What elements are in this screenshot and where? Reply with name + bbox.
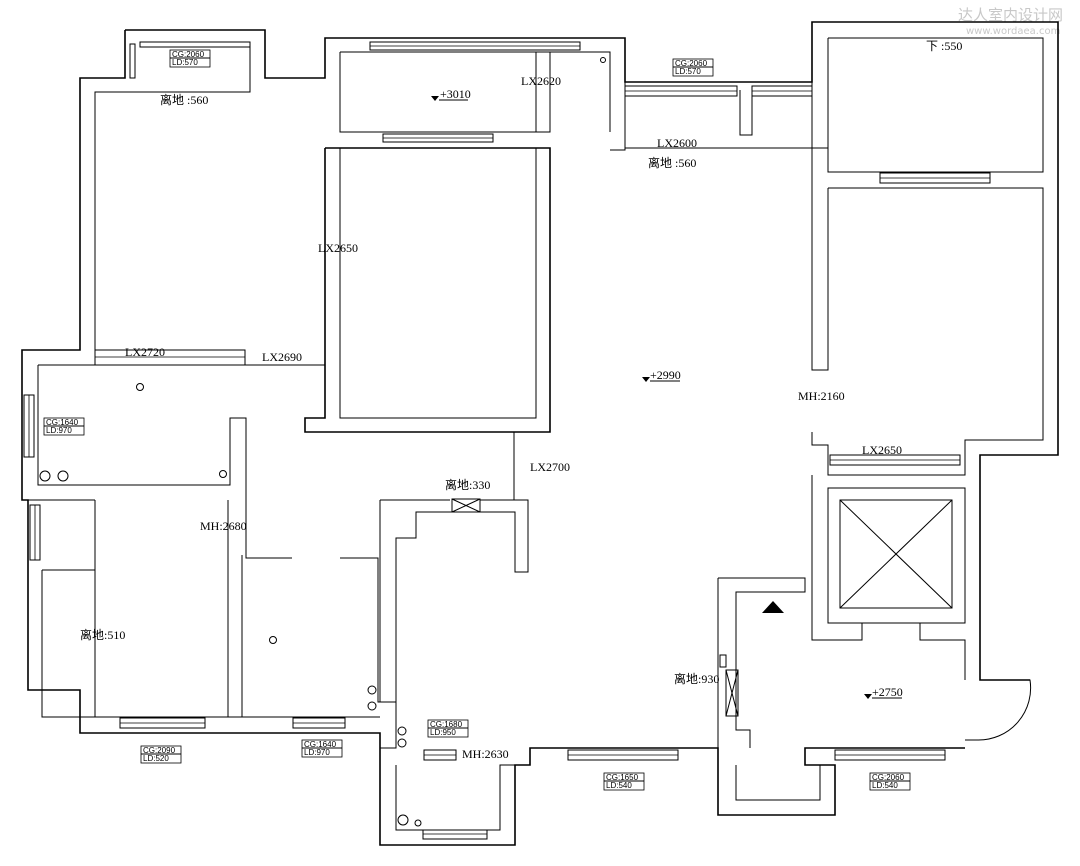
label-lx2600: LX2600 [657, 136, 697, 150]
label-lx2620: LX2620 [521, 74, 561, 88]
svg-text:LD:540: LD:540 [606, 781, 632, 790]
window-tag-3: CG:1640 LD:970 [43, 417, 85, 436]
window-tag-7: CG:1650 LD:540 [603, 772, 645, 791]
svg-text:CG:1650: CG:1650 [606, 773, 639, 782]
svg-text:LD:570: LD:570 [675, 67, 701, 76]
label-height-560-bedroom: 离地 :560 [160, 92, 208, 107]
window-tags: CG:2060 LD:570 CG:2060 LD:570 CG:1640 LD… [43, 49, 911, 791]
label-height-510: 离地:510 [80, 627, 125, 642]
window-tag-6: CG:1680 LD:950 [427, 719, 469, 738]
svg-text:LD:520: LD:520 [143, 754, 169, 763]
window-tag-4: CG:2090 LD:520 [140, 745, 182, 764]
watermark-title: 达人室内设计网 [958, 6, 1063, 24]
svg-text:LD:950: LD:950 [430, 728, 456, 737]
dimension-labels: 离地 :560 LX2620 LX2600 离地 :560 下 :550 LX2… [80, 39, 962, 761]
label-lx2720: LX2720 [125, 345, 165, 359]
elevation-2990: +2990 [650, 368, 681, 382]
window-tag-8: CG:2060 LD:540 [869, 772, 911, 791]
elevation-3010: +3010 [440, 87, 471, 101]
fixtures [39, 57, 784, 827]
svg-text:CG:2060: CG:2060 [172, 50, 205, 59]
label-lx2690: LX2690 [262, 350, 302, 364]
svg-text:LD:570: LD:570 [172, 58, 198, 67]
central-walls [304, 52, 1032, 801]
window-tag-5: CG:1640 LD:970 [301, 739, 343, 758]
svg-text:CG:1640: CG:1640 [304, 740, 337, 749]
windows [23, 41, 991, 840]
svg-text:LD:970: LD:970 [46, 426, 72, 435]
label-height-930: 离地:930 [674, 671, 719, 686]
label-mh2630: MH:2630 [462, 747, 509, 761]
svg-text:CG:1680: CG:1680 [430, 720, 463, 729]
label-lx2650-right: LX2650 [862, 443, 902, 457]
label-mh2160: MH:2160 [798, 389, 845, 403]
window-tag-1: CG:2060 LD:570 [169, 49, 211, 68]
label-lx2700: LX2700 [530, 460, 570, 474]
svg-text:LD:540: LD:540 [872, 781, 898, 790]
svg-text:CG:2090: CG:2090 [143, 746, 176, 755]
window-tag-2: CG:2060 LD:570 [672, 58, 714, 77]
svg-text:CG:2060: CG:2060 [675, 59, 708, 68]
watermark: 达人室内设计网 www.wordaea.com [958, 6, 1063, 37]
label-down-550: 下 :550 [926, 39, 962, 53]
elevation-2750: +2750 [872, 685, 903, 699]
outer-walls [21, 21, 1059, 846]
label-height-560-hall: 离地 :560 [648, 155, 696, 170]
svg-text:CG:1640: CG:1640 [46, 418, 79, 427]
elevation-markers: +3010 +2990 +2750 [431, 87, 903, 699]
svg-text:LD:970: LD:970 [304, 748, 330, 757]
label-lx2650-left: LX2650 [318, 241, 358, 255]
label-mh2680: MH:2680 [200, 519, 247, 533]
entry-arrow-icon [762, 601, 784, 613]
svg-text:CG:2060: CG:2060 [872, 773, 905, 782]
watermark-url: www.wordaea.com [966, 26, 1060, 37]
label-height-330: 离地:330 [445, 477, 490, 492]
